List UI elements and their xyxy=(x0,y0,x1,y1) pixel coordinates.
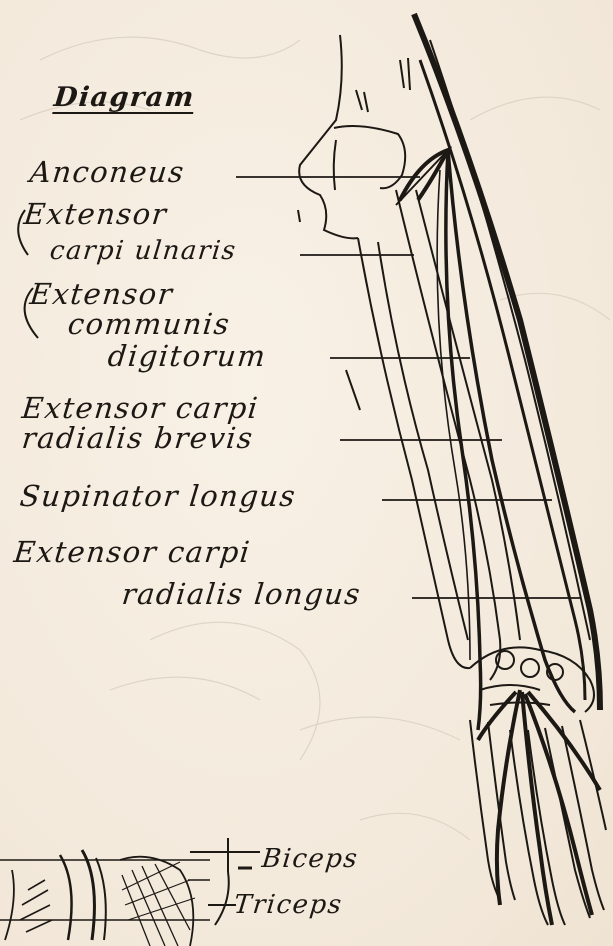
label-extensor-carpi-ulnaris-line2: carpi ulnaris xyxy=(49,238,238,264)
ulna-bone xyxy=(346,238,470,668)
inset-arm-sketch xyxy=(0,850,210,946)
label-extensor-carpi-ulnaris-line1: Extensor xyxy=(22,200,168,229)
label-supinator-longus: Supinator longus xyxy=(18,482,297,511)
label-anconeus: Anconeus xyxy=(28,158,186,187)
label-extensor-carpi-radialis-longus-line1: Extensor carpi xyxy=(12,538,252,567)
label-extensor-communis-digitorum-line3: digitorum xyxy=(106,342,267,371)
label-extensor-carpi-radialis-brevis-line2: radialis brevis xyxy=(20,424,255,453)
diagram-title: Diagram xyxy=(53,84,197,111)
label-extensor-carpi-radialis-longus-line2: radialis longus xyxy=(120,580,362,609)
label-extensor-communis-digitorum-line1: Extensor xyxy=(28,280,174,309)
legend-biceps-label: Biceps xyxy=(261,846,360,872)
legend-triceps-label: Triceps xyxy=(233,892,344,918)
label-extensor-communis-digitorum-line2: communis xyxy=(66,310,231,339)
label-extensor-carpi-radialis-brevis-line1: Extensor carpi xyxy=(20,394,260,423)
humerus-outline xyxy=(298,35,410,238)
